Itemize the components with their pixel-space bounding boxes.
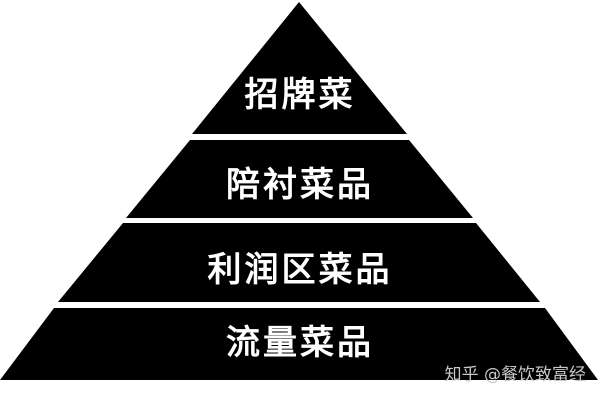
pyramid-tier-3 bbox=[58, 223, 540, 302]
tier-2-label: 陪衬菜品 bbox=[226, 165, 374, 205]
source-watermark: 知乎 @餐饮致富经 bbox=[444, 365, 586, 385]
tier-3-label: 利润区菜品 bbox=[207, 250, 393, 290]
tier-1-label: 招牌菜 bbox=[244, 75, 356, 115]
pyramid-tier-4 bbox=[0, 308, 598, 380]
pyramid-tier-2 bbox=[126, 140, 473, 218]
pyramid-tier-1 bbox=[192, 2, 407, 134]
tier-4-label: 流量菜品 bbox=[226, 323, 374, 363]
